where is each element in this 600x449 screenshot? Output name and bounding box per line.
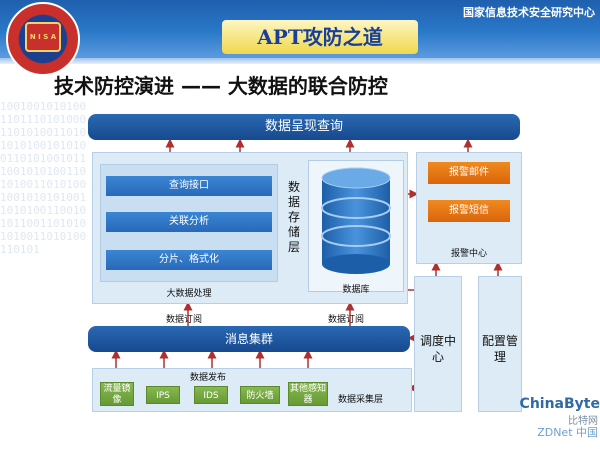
- collector-firewall: 防火墙: [240, 386, 280, 404]
- scheduling-center-box: 调度中心: [414, 276, 462, 412]
- data-subscribe-left-label: 数据订阅: [166, 315, 203, 325]
- alert-center-label: 报警中心: [450, 249, 487, 259]
- query-interface-box: 查询接口: [106, 176, 272, 196]
- binary-watermark: 1001001010100110111010100011010100110101…: [0, 100, 87, 256]
- alert-sms-box: 报警短信: [428, 200, 510, 222]
- zdnet-logo: ZDNet 中国: [537, 426, 598, 439]
- alert-email-box: 报警邮件: [428, 162, 510, 184]
- message-cluster-bar: 消息集群: [88, 326, 410, 352]
- big-data-processing-label: 大数据处理: [166, 289, 212, 299]
- storage-layer-label: 数据存储层: [287, 180, 300, 254]
- slide-title: APT攻防之道: [222, 20, 418, 54]
- collector-other-sensors: 其他感知器: [288, 382, 328, 406]
- collection-layer-label: 数据采集层: [338, 395, 384, 405]
- collector-traffic-mirror: 流量镜像: [100, 382, 134, 406]
- data-publish-label: 数据发布: [190, 373, 227, 383]
- data-subscribe-right-label: 数据订阅: [328, 315, 365, 325]
- slide-subtitle: 技术防控演进 —— 大数据的联合防控: [54, 74, 388, 98]
- header-stripe: [0, 58, 600, 64]
- chinabyte-logo: ChinaByte: [519, 396, 600, 412]
- organization-name: 国家信息技术安全研究中心: [463, 6, 595, 19]
- emblem-text: N I S A: [29, 33, 57, 41]
- collector-ids: IDS: [194, 386, 228, 404]
- shard-format-box: 分片、格式化: [106, 250, 272, 270]
- correlation-analysis-box: 关联分析: [106, 212, 272, 232]
- collector-ips: IPS: [146, 386, 180, 404]
- emblem-shield-icon: N I S A: [25, 22, 61, 52]
- database-label: 数据库: [342, 285, 370, 295]
- database-cylinder-icon: [321, 167, 391, 274]
- chinabyte-cn-logo: 比特网: [568, 416, 598, 427]
- display-query-bar: 数据呈现查询: [88, 114, 520, 140]
- config-management-box: 配置管理: [478, 276, 522, 412]
